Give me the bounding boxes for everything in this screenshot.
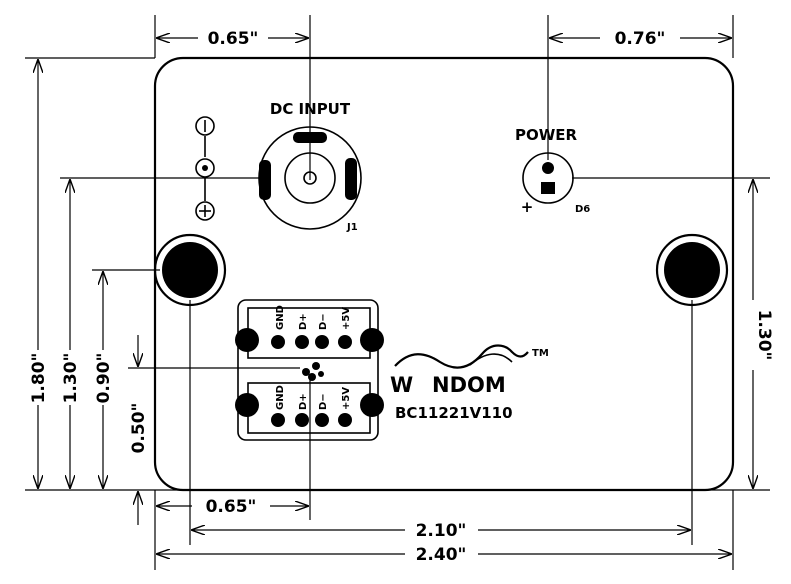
dim-left-4-label: 0.50" xyxy=(129,403,149,454)
mounting-hole-left xyxy=(153,233,227,307)
j1-label: J1 xyxy=(346,222,358,233)
dim-bottom-mid-label: 2.10" xyxy=(416,521,467,541)
dim-bottom-full-label: 2.40" xyxy=(416,545,467,565)
lower-pin-dplus: D+ xyxy=(298,393,309,410)
dim-left-3: 0.90" xyxy=(94,272,114,488)
d6-label: D6 xyxy=(575,204,590,215)
lower-pin-5v: +5V xyxy=(341,387,352,410)
upper-pin-gnd: GND xyxy=(275,305,286,330)
part-number-label: BC11221V110 xyxy=(395,404,513,422)
dim-bottom-left: 0.65" xyxy=(157,497,308,517)
wave-logo-icon xyxy=(394,344,529,369)
upper-pin-5v: +5V xyxy=(341,307,352,330)
lower-pin-dminus: D− xyxy=(318,393,329,410)
dc-input-jack: DC INPUT J1 xyxy=(258,100,362,233)
dim-bottom-full: 2.40" xyxy=(157,545,731,565)
dim-top-right: 0.76" xyxy=(550,29,731,49)
dim-left-4: 0.50" xyxy=(129,335,149,525)
dim-bottom-left-label: 0.65" xyxy=(206,497,257,517)
brand-rest: NDOM xyxy=(432,373,506,397)
dim-top-left-label: 0.65" xyxy=(208,29,259,49)
dim-left-2-label: 1.30" xyxy=(61,353,81,404)
dim-bottom-mid: 2.10" xyxy=(192,521,690,541)
led-plus-label: + xyxy=(521,198,534,216)
polarity-symbol-icon xyxy=(195,116,215,221)
dim-left-3-label: 0.90" xyxy=(94,353,114,404)
dim-right-1-label: 1.30" xyxy=(754,310,774,361)
upper-pin-dminus: D− xyxy=(318,313,329,330)
power-led: POWER + D6 xyxy=(515,126,590,216)
board-outline xyxy=(153,56,735,492)
trademark-label: TM xyxy=(532,348,549,359)
extension-lines xyxy=(25,15,770,570)
brand-w: W xyxy=(390,373,413,397)
dim-left-2: 1.30" xyxy=(61,180,81,488)
upper-pin-dplus: D+ xyxy=(298,313,309,330)
lower-pin-gnd: GND xyxy=(275,385,286,410)
usb-connector-block: GND D+ D− +5V GND D+ D− +5V xyxy=(235,299,384,441)
power-label: POWER xyxy=(515,126,578,144)
dim-left-1: 1.80" xyxy=(29,60,49,488)
brand-logo: W NDOM TM BC11221V110 xyxy=(390,344,549,422)
dim-left-1-label: 1.80" xyxy=(29,353,49,404)
dim-top-left: 0.65" xyxy=(157,29,308,49)
dc-input-label: DC INPUT xyxy=(270,100,351,118)
dim-top-right-label: 0.76" xyxy=(615,29,666,49)
dim-right-1: 1.30" xyxy=(753,180,774,488)
mounting-hole-right xyxy=(655,233,729,307)
